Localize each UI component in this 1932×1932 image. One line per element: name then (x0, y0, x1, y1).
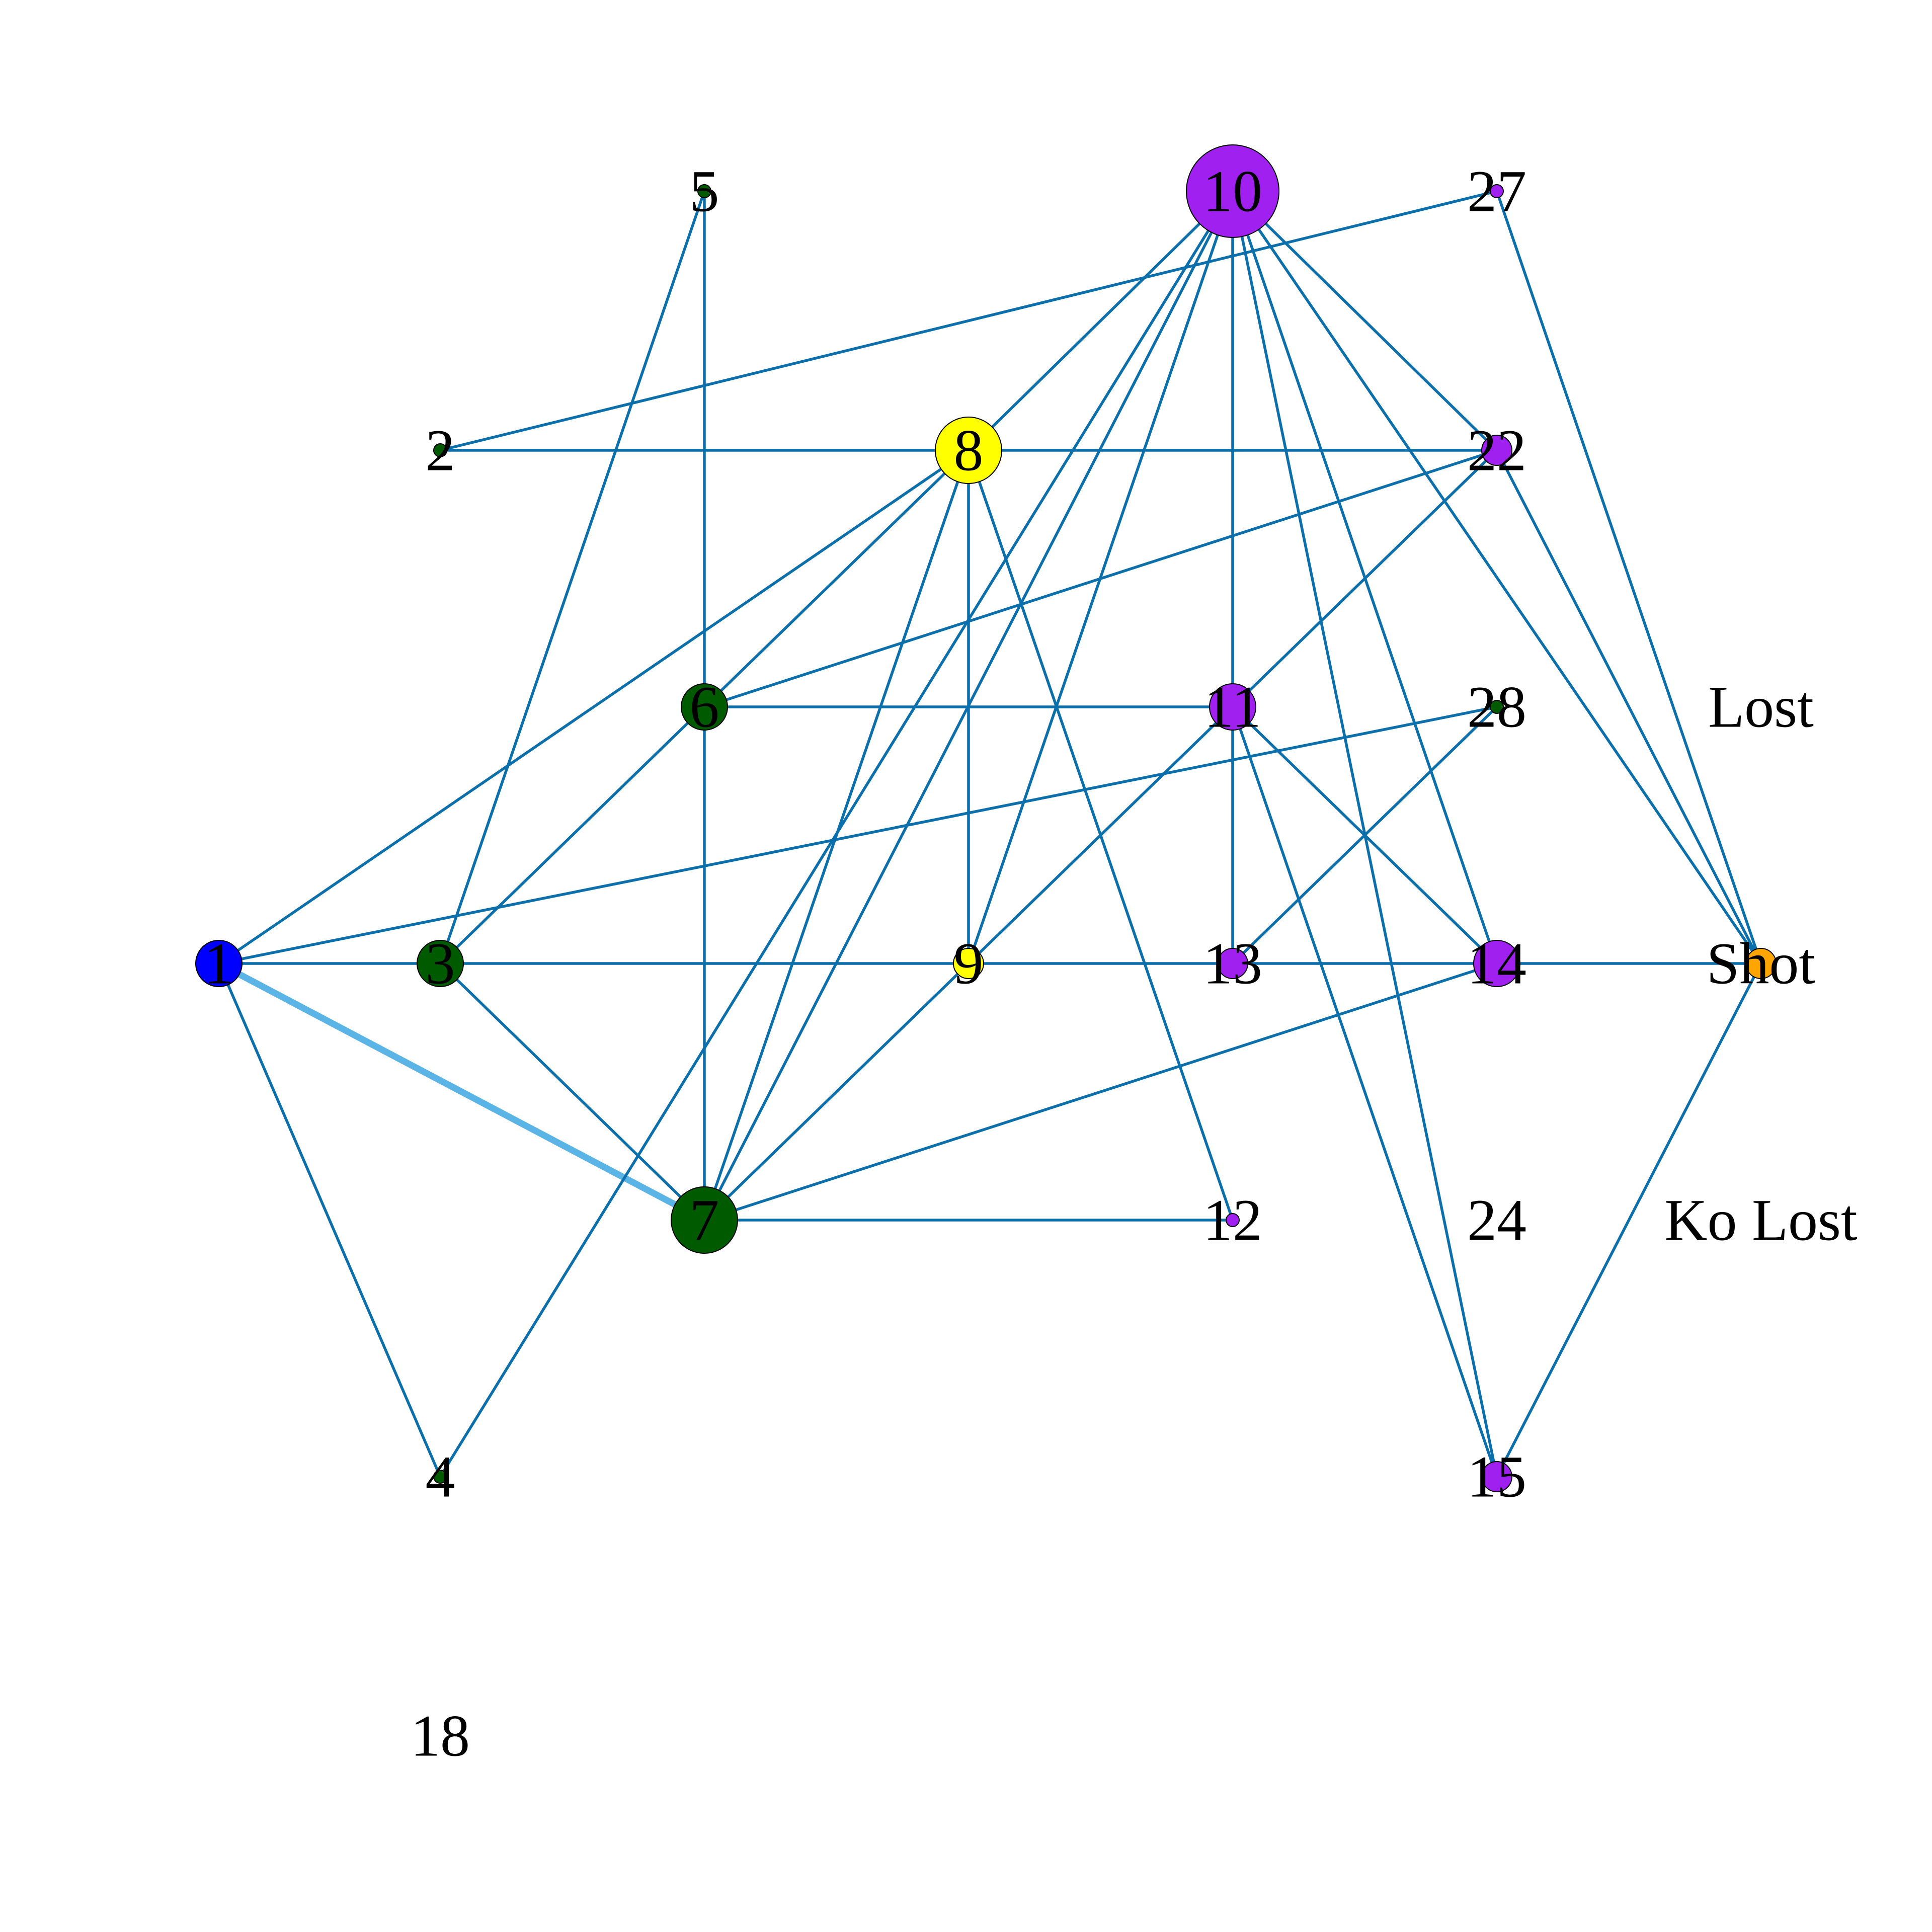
node-shot: Shot (1707, 931, 1816, 997)
node-circle-11 (1209, 683, 1256, 731)
node-circle-13 (1217, 948, 1248, 979)
node-label-7: 7 (690, 1187, 719, 1253)
edge-7-9 (703, 962, 970, 1222)
node-circle-1 (195, 940, 243, 987)
node-label-18: 18 (411, 1703, 470, 1769)
node-10: 10 (1186, 144, 1279, 238)
edge-27-shot (1495, 190, 1762, 965)
edge-8-10 (967, 190, 1234, 452)
node-circle-22 (1481, 435, 1512, 466)
node-circle-28 (1490, 700, 1504, 714)
node-label-12: 12 (1203, 1187, 1262, 1253)
node-5: 5 (690, 158, 719, 224)
node-label-5: 5 (690, 158, 719, 224)
node-2: 2 (426, 418, 455, 484)
node-18: 18 (411, 1703, 470, 1769)
node-label-8: 8 (954, 418, 984, 484)
node-kolost: Ko Lost (1664, 1187, 1858, 1253)
node-circle-15 (1481, 1461, 1512, 1492)
node-7: 7 (671, 1186, 738, 1254)
node-label-13: 13 (1203, 931, 1262, 997)
edge-7-8 (703, 449, 970, 1222)
node-circle-8 (935, 417, 1002, 484)
node-circle-5 (697, 184, 711, 198)
edge-7-14 (703, 962, 1498, 1222)
node-label-shot: Shot (1707, 931, 1816, 997)
node-label-9: 9 (954, 931, 984, 997)
edge-6-8 (703, 449, 970, 708)
node-circle-14 (1473, 940, 1520, 987)
node-label-15: 15 (1467, 1444, 1526, 1510)
node-circle-27 (1490, 184, 1504, 198)
node-6: 6 (681, 674, 728, 740)
node-circle-2 (433, 443, 447, 457)
node-label-6: 6 (690, 674, 719, 740)
node-4: 4 (426, 1444, 455, 1510)
node-12: 12 (1203, 1187, 1262, 1253)
node-circle-10 (1186, 144, 1279, 238)
node-circle-12 (1226, 1213, 1240, 1227)
node-label-24: 24 (1467, 1187, 1526, 1253)
edge-9-10 (967, 190, 1234, 965)
node-circle-9 (953, 948, 984, 979)
node-11: 11 (1204, 674, 1261, 740)
node-3: 3 (417, 931, 464, 997)
node-circle-4 (433, 1470, 447, 1484)
node-label-22: 22 (1467, 418, 1526, 484)
node-label-27: 27 (1467, 158, 1526, 224)
node-13: 13 (1203, 931, 1262, 997)
node-circle-3 (417, 940, 464, 987)
edge-22-shot (1495, 449, 1762, 965)
edge-1-4 (217, 962, 442, 1478)
node-15: 15 (1467, 1444, 1526, 1510)
node-22: 22 (1467, 418, 1526, 484)
node-label-28: 28 (1467, 674, 1526, 740)
edge-10-shot (1231, 190, 1762, 965)
node-circle-7 (671, 1186, 738, 1254)
node-label-3: 3 (426, 931, 455, 997)
node-circle-shot (1745, 948, 1777, 979)
edge-3-6 (439, 705, 706, 965)
edge-15-shot (1495, 962, 1762, 1478)
node-label-lost: Lost (1708, 674, 1814, 740)
edge-11-15 (1231, 705, 1498, 1478)
edge-9-11 (967, 705, 1234, 965)
node-label-1: 1 (204, 931, 234, 997)
node-lost: Lost (1708, 674, 1814, 740)
edges-layer (215, 190, 1762, 1478)
node-1: 1 (195, 931, 243, 997)
edge-13-28 (1231, 705, 1498, 965)
node-27: 27 (1467, 158, 1526, 224)
node-label-4: 4 (426, 1444, 455, 1510)
node-circle-6 (681, 683, 728, 731)
node-9: 9 (953, 931, 984, 997)
node-24: 24 (1467, 1187, 1526, 1253)
edge-2-27 (439, 190, 1498, 452)
node-label-10: 10 (1203, 158, 1262, 224)
node-label-11: 11 (1204, 674, 1261, 740)
edge-3-5 (439, 190, 706, 965)
node-label-2: 2 (426, 418, 455, 484)
node-label-14: 14 (1467, 931, 1526, 997)
node-8: 8 (935, 417, 1002, 484)
node-14: 14 (1467, 931, 1526, 997)
edge-3-7 (439, 962, 706, 1222)
node-28: 28 (1467, 674, 1526, 740)
edge-1-28 (217, 705, 1498, 965)
edge-1-8 (217, 449, 970, 965)
node-label-kolost: Ko Lost (1664, 1187, 1858, 1253)
edge-11-22 (1231, 449, 1498, 708)
edge-1-7 (215, 960, 708, 1224)
edge-10-22 (1231, 190, 1498, 452)
